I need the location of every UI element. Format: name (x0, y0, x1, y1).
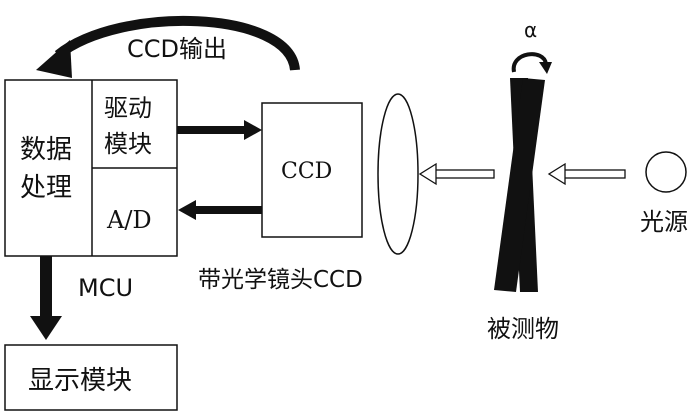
drive-module-label-line1: 驱动 (104, 94, 152, 122)
data-processing-label-line1: 数据 (20, 135, 72, 165)
measured-object (494, 78, 545, 292)
data-processing-label-line2: 处理 (20, 173, 72, 203)
rotation-arrow (511, 52, 552, 74)
light-source-label: 光源 (640, 208, 688, 236)
alpha-label: α (524, 18, 537, 42)
mcu-to-display-arrow (30, 256, 62, 340)
ccd-box (261, 102, 363, 238)
light-arrow-object-to-lens (418, 162, 495, 186)
drive-module-label-line2: 模块 (104, 130, 152, 158)
ccd-with-lens-label: 带光学镜头CCD (198, 267, 363, 293)
mcu-label: MCU (78, 274, 133, 302)
ccd-output-label: CCD输出 (127, 35, 227, 63)
lens (377, 93, 419, 255)
ad-label: A/D (106, 206, 152, 234)
light-source (645, 151, 687, 193)
measured-object-label: 被测物 (487, 315, 559, 343)
ccd-output-arrow (36, 15, 300, 78)
drive-to-ccd-arrow (177, 120, 262, 140)
ccd-label: CCD (281, 159, 332, 184)
display-module-box (4, 344, 178, 411)
display-module-label: 显示模块 (28, 366, 132, 396)
ccd-to-ad-arrow (178, 200, 262, 220)
light-arrow-source-to-object (547, 162, 626, 186)
